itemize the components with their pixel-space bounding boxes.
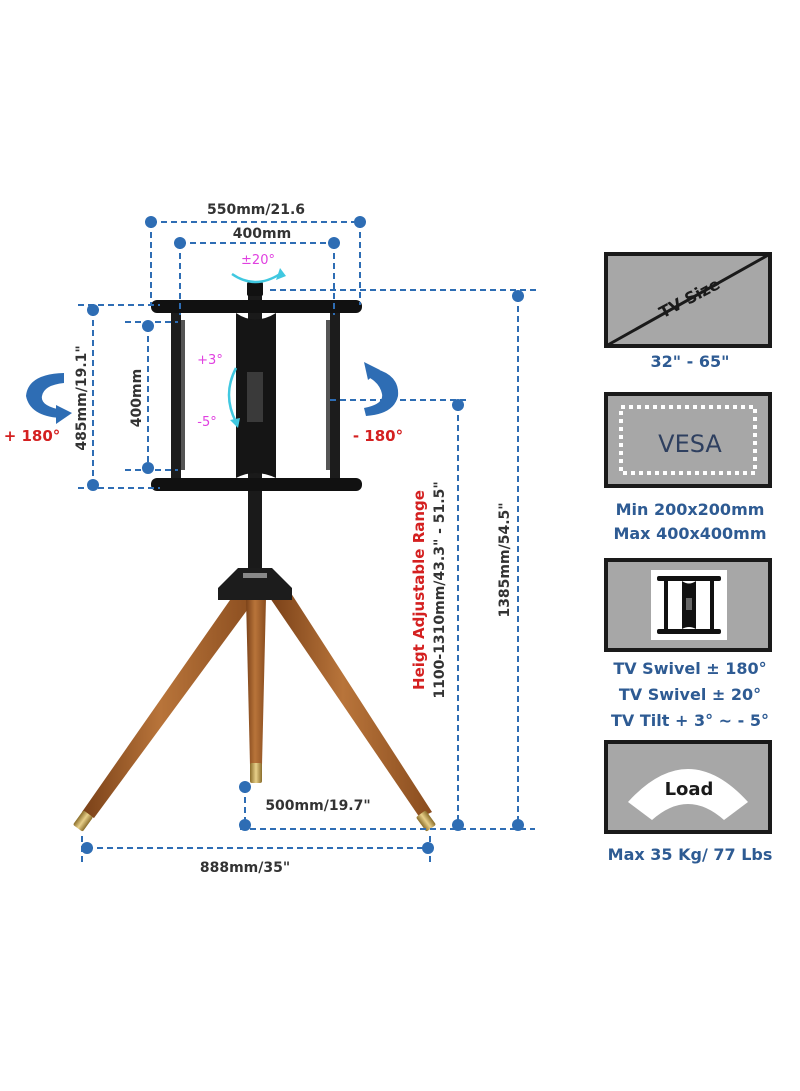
width-vesa-label: 400mm — [233, 226, 291, 242]
tilt-lock — [247, 372, 263, 422]
pole-top-cap — [247, 282, 263, 296]
inner-leg-label: 500mm/19.7" — [265, 798, 370, 814]
tilt-down-label: -5° — [197, 415, 216, 430]
total-height-label: 1385mm/54.5" — [497, 502, 513, 617]
right-leg — [270, 590, 432, 818]
load-caption: Max 35 Kg/ 77 Lbs — [607, 845, 773, 864]
bracket-left-rail — [171, 313, 181, 478]
bracket-bottom-bar — [151, 478, 362, 491]
left-leg-cap — [73, 810, 93, 832]
bracket-right-inner — [326, 320, 330, 470]
vesa-bracket — [151, 300, 362, 491]
height-frame-label: 485mm/19.1" — [74, 345, 90, 450]
tripod-legs — [73, 590, 436, 832]
hub-label-plate — [243, 573, 267, 578]
right-leg-cap — [416, 810, 436, 832]
swivel-left-arrow-icon — [26, 373, 64, 418]
center-leg — [246, 598, 266, 765]
swivel-20-caption: TV Swivel ± 20° — [618, 685, 762, 704]
swivel-tilt-icon — [604, 558, 772, 652]
bracket-left-inner — [181, 320, 185, 470]
tilt-caption: TV Tilt + 3° ~ - 5° — [611, 711, 769, 730]
tilt-arrow-icon — [227, 367, 238, 423]
bracket-top-bar — [151, 300, 362, 313]
height-range-title: Heigt Adjustable Range — [410, 490, 428, 690]
swivel-left-label: + 180° — [4, 427, 61, 445]
swivel-top-label: ±20° — [241, 253, 275, 268]
width-outer-label: 550mm/21.6 — [207, 202, 305, 218]
height-range-label: 1100-1310mm/43.3" - 51.5" — [432, 481, 448, 698]
bracket-right-rail — [330, 313, 340, 478]
center-leg-cap — [250, 763, 262, 783]
left-leg — [82, 590, 256, 818]
tv-size-icon: TV Size — [604, 252, 772, 348]
swivel-180-caption: TV Swivel ± 180° — [613, 659, 767, 678]
swivel-right-arrow-icon — [364, 368, 399, 416]
vesa-icon: VESA — [604, 392, 772, 488]
base-width-label: 888mm/35" — [200, 860, 290, 876]
load-icon-label: Load — [665, 779, 714, 800]
tilt-up-label: +3° — [197, 353, 223, 368]
vesa-icon-label: VESA — [658, 430, 722, 458]
load-icon: Load — [604, 740, 772, 834]
swivel-right-label: - 180° — [353, 427, 403, 445]
tripod-hub — [218, 568, 292, 600]
vesa-max-caption: Max 400x400mm — [613, 524, 767, 543]
tv-size-caption: 32" - 65" — [650, 352, 730, 371]
vesa-min-caption: Min 200x200mm — [615, 500, 765, 519]
dimension-lines — [78, 216, 540, 862]
height-vesa-label: 400mm — [129, 369, 145, 427]
swivel-top-arrow-icon — [231, 272, 281, 284]
